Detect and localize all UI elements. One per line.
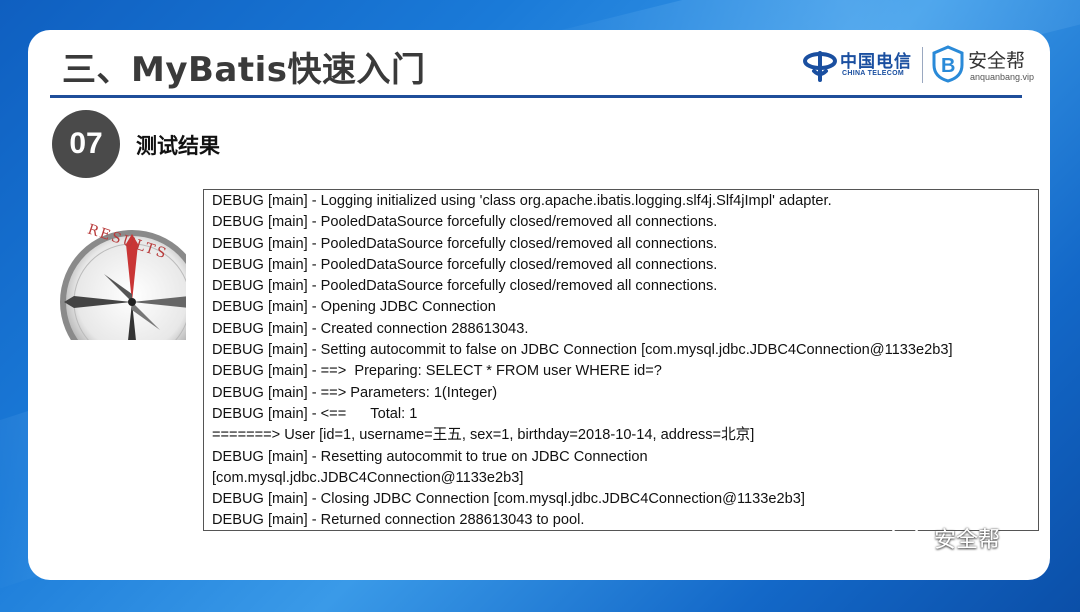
slide-title: 三、MyBatis快速入门 xyxy=(62,50,426,90)
anquanbang-b-icon: B xyxy=(932,45,964,83)
log-line: DEBUG [main] - PooledDataSource forceful… xyxy=(212,214,718,231)
log-line: DEBUG [main] - PooledDataSource forceful… xyxy=(212,278,718,295)
log-line: DEBUG [main] - Created connection 288613… xyxy=(212,320,529,337)
log-line: =======> User [id=1, username=王五, sex=1,… xyxy=(212,427,755,444)
wechat-icon xyxy=(891,524,928,551)
console-log-output: DEBUG [main] - Logging initialized using… xyxy=(203,189,1039,531)
log-line: [com.mysql.jdbc.JDBC4Connection@1133e2b3… xyxy=(212,469,524,486)
china-telecom-cn: 中国电信 xyxy=(840,52,912,72)
anquanbang-en: anquanbang.vip xyxy=(970,72,1035,82)
log-line: DEBUG [main] - Setting autocommit to fal… xyxy=(212,342,953,359)
log-line: DEBUG [main] - ==> Parameters: 1(Integer… xyxy=(212,384,498,401)
wechat-watermark: 安全帮 xyxy=(890,520,1030,556)
log-line: DEBUG [main] - ==> Preparing: SELECT * F… xyxy=(212,363,662,380)
results-compass-image: RESULTS xyxy=(56,218,186,340)
section-number-badge: 07 xyxy=(52,110,120,178)
log-line: DEBUG [main] - <== Total: 1 xyxy=(212,405,418,422)
china-telecom-logo: 中国电信 CHINA TELECOM xyxy=(802,47,918,83)
header-divider xyxy=(50,95,1022,98)
china-telecom-icon xyxy=(803,51,837,82)
slide-card: 三、MyBatis快速入门 中国电信 CHINA TELECOM B 安全帮 a… xyxy=(28,30,1050,580)
anquanbang-logo: B 安全帮 anquanbang.vip xyxy=(930,45,1040,87)
section-title: 测试结果 xyxy=(136,134,220,158)
log-line: DEBUG [main] - PooledDataSource forceful… xyxy=(212,256,718,273)
log-line: DEBUG [main] - Resetting autocommit to t… xyxy=(212,448,648,465)
watermark-text: 安全帮 xyxy=(934,527,1001,552)
log-line: DEBUG [main] - PooledDataSource forceful… xyxy=(212,235,718,252)
log-line: DEBUG [main] - Returned connection 28861… xyxy=(212,512,585,529)
china-telecom-en: CHINA TELECOM xyxy=(842,70,904,77)
log-line: DEBUG [main] - Closing JDBC Connection [… xyxy=(212,491,805,508)
log-line: DEBUG [main] - Opening JDBC Connection xyxy=(212,299,496,316)
anquanbang-cn: 安全帮 xyxy=(968,51,1026,72)
svg-text:B: B xyxy=(941,55,955,77)
log-line: DEBUG [main] - Logging initialized using… xyxy=(212,193,832,209)
compass-icon xyxy=(60,230,186,340)
logo-divider xyxy=(922,47,923,83)
